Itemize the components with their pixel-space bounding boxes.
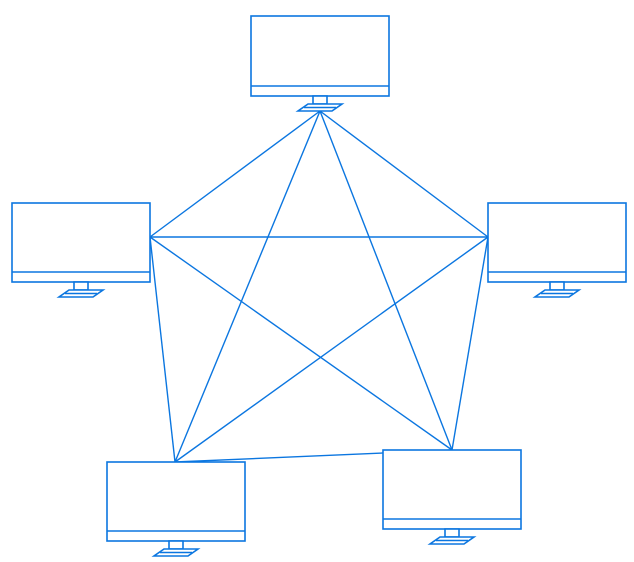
link-right-to-bottom-left [174, 236, 489, 463]
link-right-to-bottom-right [451, 236, 489, 451]
monitor-neck [312, 95, 328, 105]
monitor-neck [168, 540, 184, 550]
desktop-monitor-icon [106, 461, 246, 557]
link-left-to-bottom-right [149, 236, 453, 451]
link-top-to-left [149, 110, 321, 238]
link-top-to-right [319, 110, 489, 238]
desktop-monitor-icon [250, 15, 390, 112]
monitor-bottom-right [382, 449, 522, 545]
links-layer [149, 110, 489, 463]
monitor-bottom-left [106, 461, 246, 557]
monitor-top [250, 15, 390, 112]
link-top-to-bottom-right [319, 110, 453, 451]
monitor-screen [11, 202, 151, 283]
monitor-screen [487, 202, 627, 283]
link-left-to-bottom-left [149, 236, 176, 463]
nodes-layer [11, 15, 627, 557]
monitor-left [11, 202, 151, 298]
desktop-monitor-icon [11, 202, 151, 298]
monitor-neck [444, 528, 460, 538]
monitor-right [487, 202, 627, 298]
monitor-screen [106, 461, 246, 542]
monitor-neck [549, 281, 565, 291]
desktop-monitor-icon [487, 202, 627, 298]
monitor-neck [73, 281, 89, 291]
monitor-screen [250, 15, 390, 97]
monitor-screen [382, 449, 522, 530]
link-top-to-bottom-left [174, 110, 321, 463]
desktop-monitor-icon [382, 449, 522, 545]
